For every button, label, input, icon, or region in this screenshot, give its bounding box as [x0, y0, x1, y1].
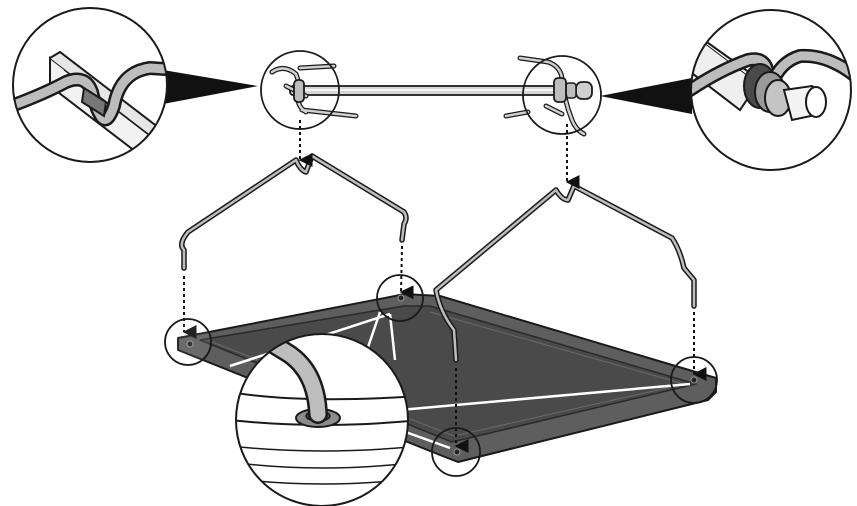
tray-hole-left — [186, 340, 194, 348]
right-detail-wedge — [600, 78, 692, 114]
spit-end-cap — [575, 81, 593, 100]
guide-arrows — [182, 120, 707, 453]
left-hanger-right-leg-arrow — [399, 245, 414, 300]
tray-hole-right — [690, 376, 698, 384]
tray-hole-back — [397, 294, 405, 302]
right-wire-hanger — [433, 183, 697, 363]
tray-hole-detail — [235, 333, 409, 506]
hole-target-circles — [164, 274, 718, 477]
left-fork-detail — [12, 7, 168, 163]
spit-rod — [260, 50, 602, 137]
right-fork-detail — [690, 9, 852, 171]
tray-hole-front — [453, 448, 461, 456]
tray-detail-connectors — [229, 311, 691, 450]
left-detail-wedge — [163, 70, 258, 104]
right-fork-highlight-ring — [522, 55, 602, 135]
left-wire-hanger — [179, 153, 409, 271]
